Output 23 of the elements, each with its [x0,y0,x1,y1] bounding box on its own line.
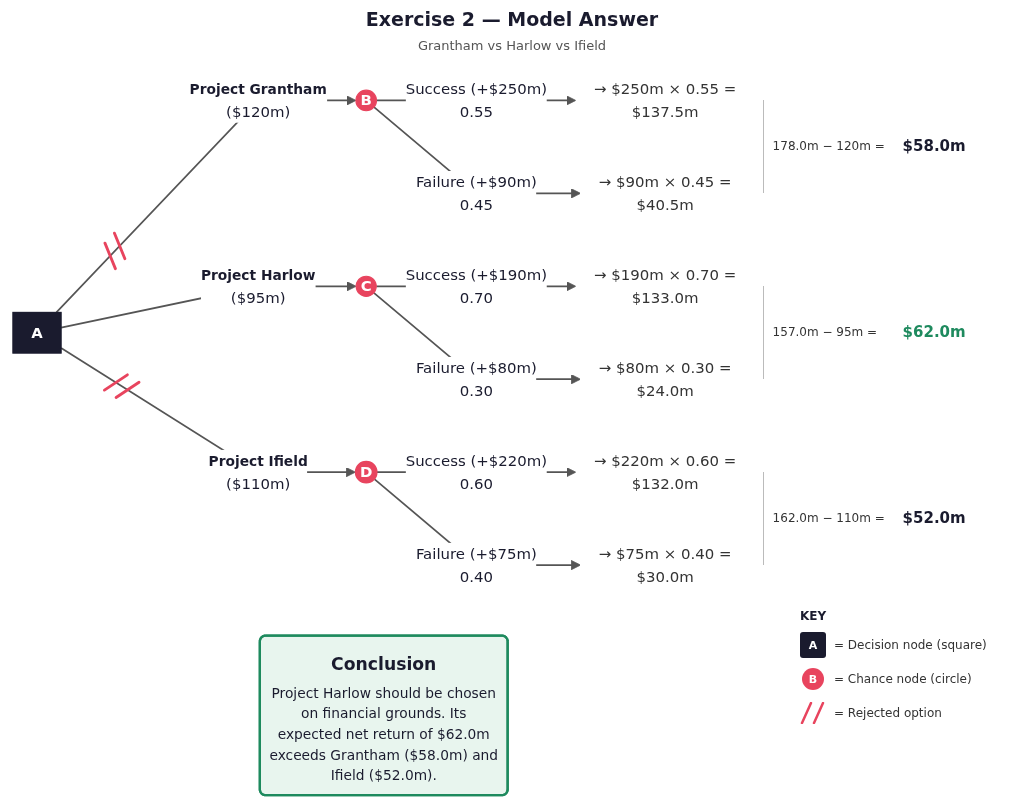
chance-node: B [355,89,378,112]
chance-node: C [355,275,377,297]
chance-node: D [354,460,378,484]
net-value: $52.0m [902,508,966,527]
legend-text: = Rejected option [834,706,942,721]
net-value: $62.0m [902,322,966,341]
net-formula: 162.0m − 110m = [772,510,885,525]
legend-text: = Chance node (circle) [834,672,972,687]
subtitle: Grantham vs Harlow vs Ifield [417,38,607,53]
outcome-text: → $75m × 0.40 = $30.0m [580,533,750,597]
key-letter: A [808,638,818,652]
net-value: $58.0m [902,136,966,155]
net-formula: 178.0m − 120m = [772,138,885,153]
decision-node: A [12,311,62,354]
conclusion-panel: Conclusion Project Harlow should be chosen on financial grounds. Its expected net return of $62.0m exceeds Grantham ($58.0m) and Ifield ($52.0m). [258,634,509,797]
legend-heading: KEY [800,609,827,624]
outcome-text: → $90m × 0.45 = $40.5m [580,161,750,225]
net-formula: 157.0m − 95m = [772,324,878,339]
outcome-text: → $80m × 0.30 = $24.0m [580,347,750,411]
legend-text: = Decision node (square) [834,638,987,653]
title: Exercise 2 — Model Answer [365,8,659,30]
key-letter: B [808,672,818,686]
outcome-text: → $250m × 0.55 = $137.5m [575,68,755,132]
